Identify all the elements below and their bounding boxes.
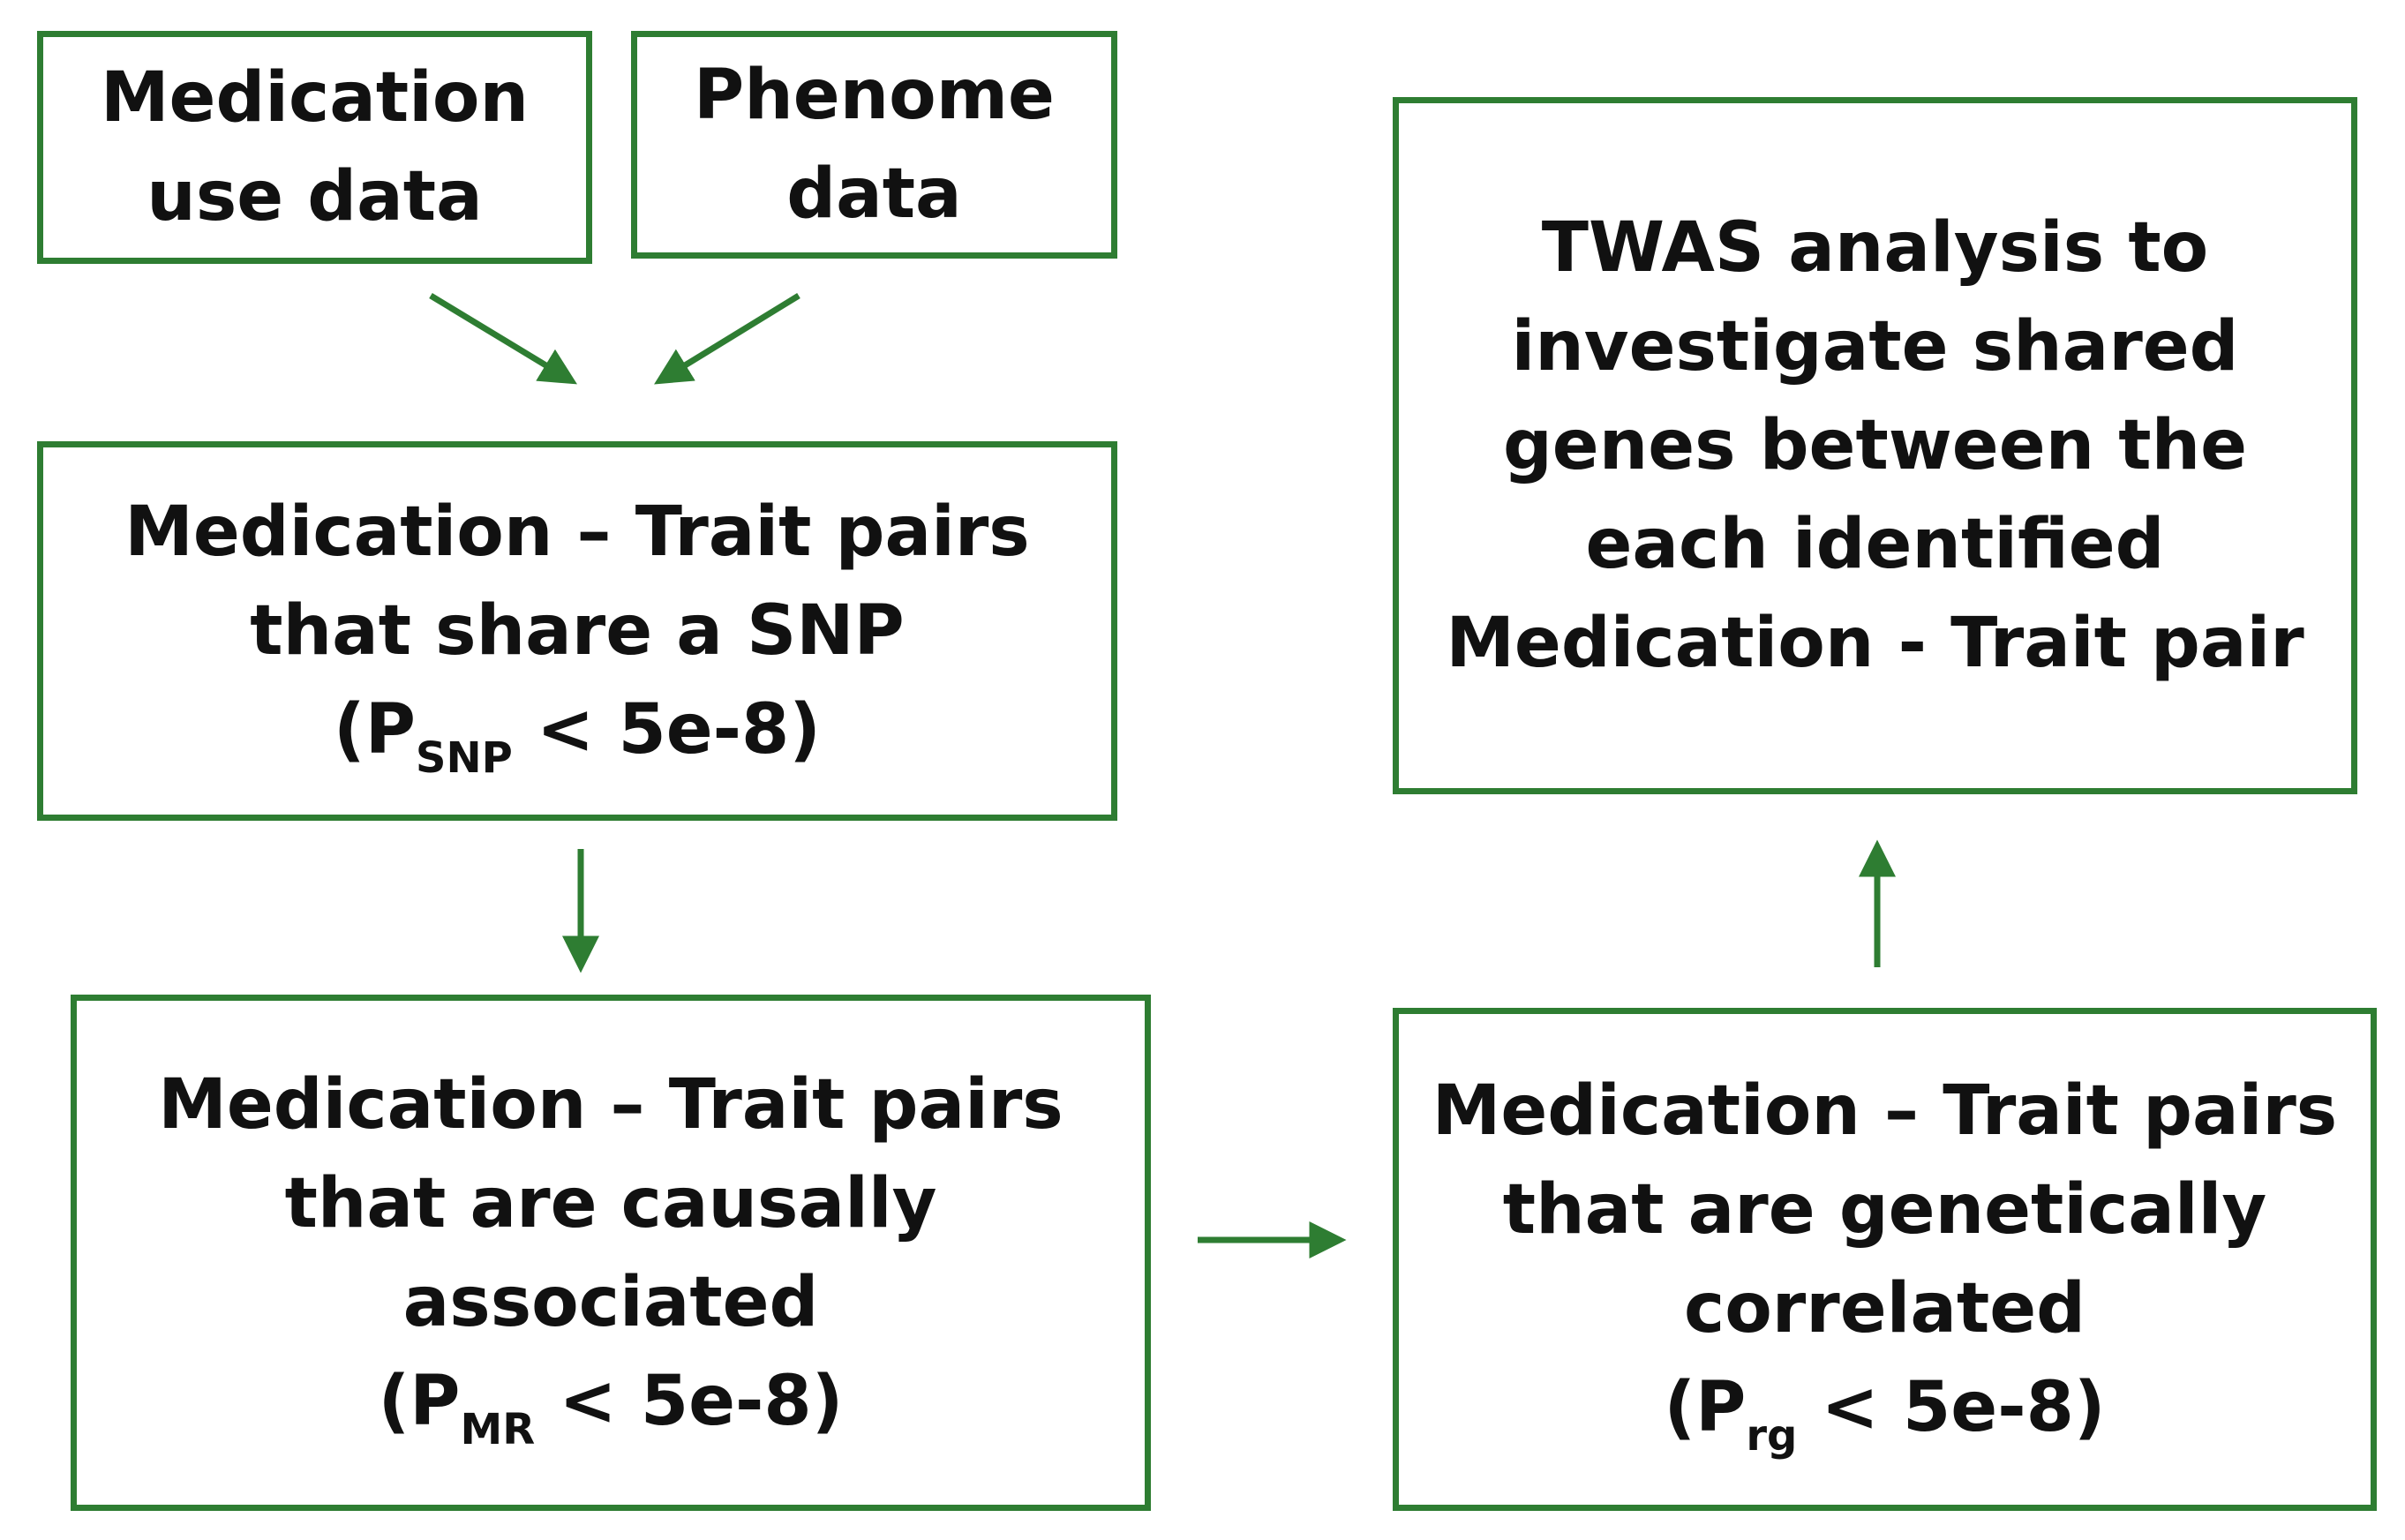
mr-threshold-prefix: (P bbox=[378, 1361, 461, 1441]
snp-threshold-subscript: SNP bbox=[415, 733, 513, 783]
mr-box-line-2: that are causally bbox=[284, 1163, 937, 1243]
rg-threshold-suffix: < 5e-8) bbox=[1797, 1368, 2106, 1447]
mr-box-line-1: Medication – Trait pairs bbox=[158, 1064, 1063, 1145]
arrow-medication-to-snp bbox=[429, 293, 577, 385]
phenome-data-box: Phenome data bbox=[631, 31, 1117, 259]
snp-box-line-1: Medication – Trait pairs bbox=[124, 492, 1030, 572]
snp-pairs-box: Medication – Trait pairs that share a SN… bbox=[37, 441, 1117, 821]
rg-threshold-prefix: (P bbox=[1664, 1368, 1747, 1447]
snp-threshold-prefix: (P bbox=[334, 690, 416, 770]
twas-box-line-2: investigate shared bbox=[1511, 307, 2239, 387]
twas-analysis-box: TWAS analysis to investigate shared gene… bbox=[1393, 97, 2357, 794]
twas-box-line-1: TWAS analysis to bbox=[1541, 208, 2209, 288]
rg-box-threshold: (Prg < 5e-8) bbox=[1665, 1358, 2106, 1457]
twas-box-line-3: genes between the bbox=[1502, 406, 2248, 485]
twas-box-line-5: Medication - Trait pair bbox=[1446, 604, 2304, 683]
mr-box-threshold: (PMR < 5e-8) bbox=[379, 1352, 844, 1451]
snp-threshold-suffix: < 5e-8) bbox=[512, 690, 821, 770]
medication-box-line-1: Medication bbox=[100, 58, 530, 138]
snp-box-line-2: that share a SNP bbox=[250, 591, 905, 671]
twas-box-line-4: each identified bbox=[1585, 505, 2165, 584]
mr-causal-pairs-box: Medication – Trait pairs that are causal… bbox=[71, 995, 1151, 1511]
mr-threshold-suffix: < 5e-8) bbox=[535, 1361, 844, 1441]
rg-threshold-subscript: rg bbox=[1746, 1411, 1798, 1461]
mr-box-line-3: associated bbox=[402, 1262, 819, 1342]
medication-box-line-2: use data bbox=[147, 157, 483, 237]
rg-box-line-2: that are genetically bbox=[1502, 1170, 2267, 1250]
rg-box-line-1: Medication – Trait pairs bbox=[1432, 1071, 2338, 1151]
phenome-box-line-1: Phenome bbox=[694, 56, 1055, 135]
rg-correlated-pairs-box: Medication – Trait pairs that are geneti… bbox=[1393, 1008, 2377, 1511]
rg-box-line-3: correlated bbox=[1683, 1269, 2086, 1348]
snp-box-threshold: (PSNP < 5e-8) bbox=[334, 680, 821, 779]
arrow-phenome-to-snp bbox=[654, 293, 800, 385]
mr-threshold-subscript: MR bbox=[460, 1404, 536, 1454]
medication-use-data-box: Medication use data bbox=[37, 31, 592, 264]
phenome-box-line-2: data bbox=[786, 154, 962, 234]
